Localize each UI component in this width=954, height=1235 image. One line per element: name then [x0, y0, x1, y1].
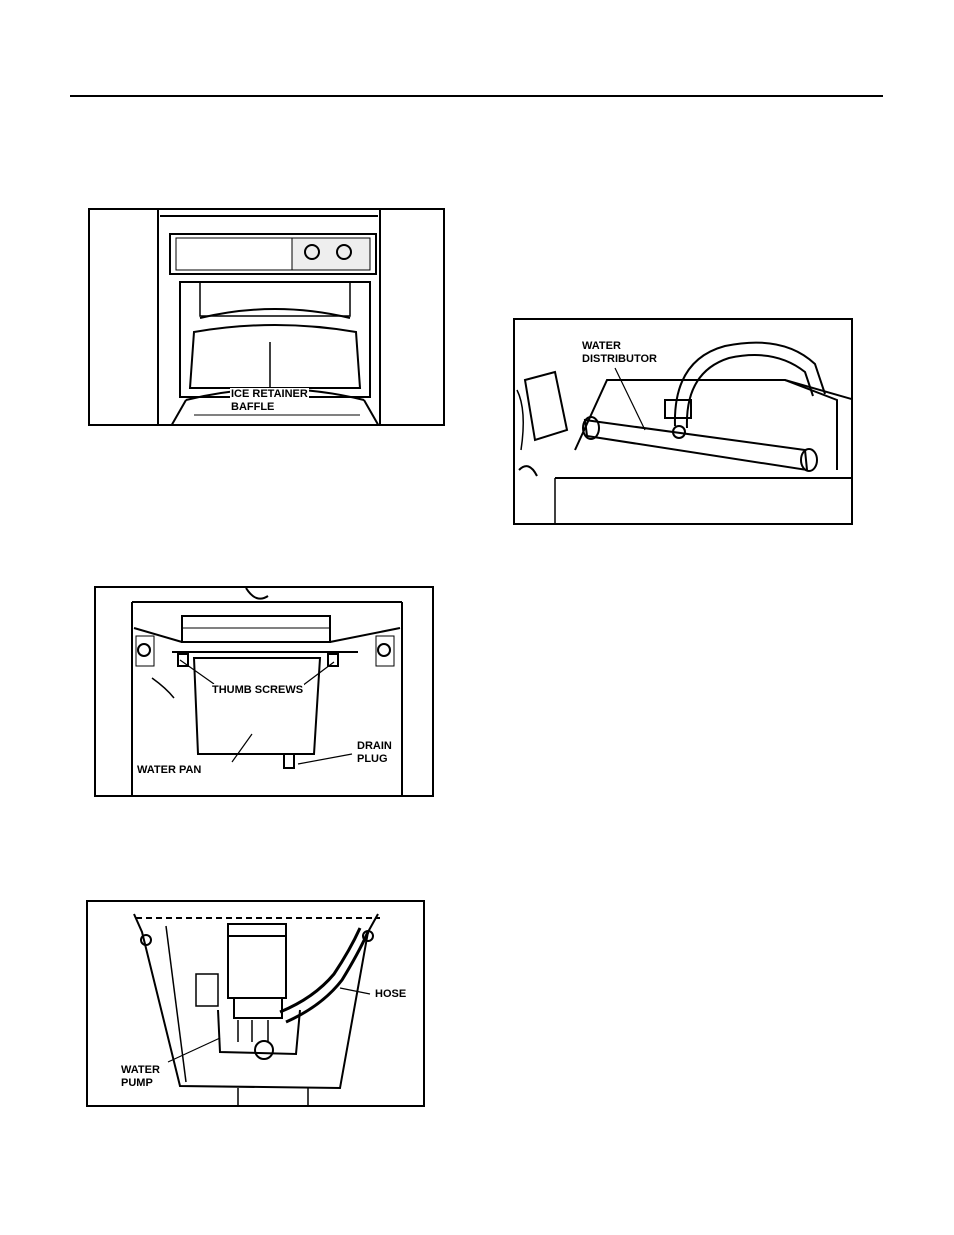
ice-retainer-baffle-label: ICE RETAINER BAFFLE — [230, 388, 309, 414]
water-pan-label: WATER PAN — [136, 764, 203, 777]
water-distributor-label: WATER DISTRIBUTOR — [581, 340, 658, 366]
water-distributor-figure: WATER DISTRIBUTOR — [513, 318, 853, 525]
ice-retainer-baffle-figure: ICE RETAINER BAFFLE — [88, 208, 445, 426]
water-pan-figure: THUMB SCREWS WATER PAN DRAIN PLUG — [94, 586, 434, 797]
water-pump-figure: HOSE WATER PUMP — [86, 900, 425, 1107]
water-pump-label: WATER PUMP — [120, 1064, 161, 1090]
header-rule — [70, 95, 883, 97]
thumb-screws-label: THUMB SCREWS — [211, 684, 305, 697]
drain-plug-label: DRAIN PLUG — [356, 740, 393, 766]
water-pump-illustration — [133, 913, 380, 1105]
hose-label: HOSE — [374, 988, 408, 1001]
water-pan-illustration — [131, 588, 403, 795]
water-distributor-illustration — [516, 341, 851, 523]
